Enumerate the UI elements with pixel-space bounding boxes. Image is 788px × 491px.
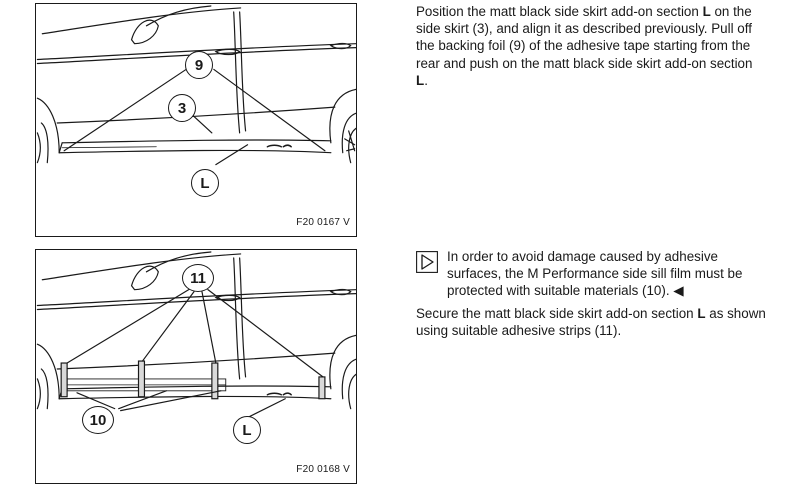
callout-11: 11: [182, 264, 214, 292]
callout-9: 9: [185, 51, 213, 79]
step1-text-c: on the side skirt (3), and align it as d…: [416, 4, 753, 71]
step1-text-a: Position the matt black side skirt add-o…: [416, 4, 703, 19]
end-mark-icon: ◀: [673, 283, 684, 299]
callout-10: 10: [82, 406, 114, 434]
instruction-step-2: Secure the matt black side skirt add-on …: [416, 305, 766, 339]
step2-text-c: as shown using suitable adhesive strips …: [416, 306, 766, 339]
note-body: In order to avoid damage caused by adhes…: [447, 249, 743, 299]
side-skirt-illustration-1: [36, 5, 356, 166]
section-label-l: L: [416, 72, 425, 88]
note-triangle-icon: [416, 251, 438, 273]
step2-text-a: Secure the matt black side skirt add-on …: [416, 306, 698, 321]
section-label-l: L: [702, 4, 711, 19]
step1-text-e: .: [424, 72, 428, 88]
side-skirt-illustration-2: [36, 251, 356, 420]
section-label-l: L: [697, 306, 706, 321]
figure-code: F20 0168 V: [296, 464, 350, 475]
figure-side-skirt-foil: 9 3 L F20 0167 V: [35, 3, 357, 237]
callout-3: 3: [168, 94, 196, 122]
note-text: In order to avoid damage caused by adhes…: [447, 248, 767, 300]
figure-code: F20 0167 V: [296, 217, 350, 228]
figure-adhesive-strips: 11 10 L F20 0168 V: [35, 249, 357, 484]
callout-l: L: [233, 416, 261, 444]
callout-l: L: [191, 169, 219, 197]
instruction-step-1: Position the matt black side skirt add-o…: [416, 3, 766, 89]
